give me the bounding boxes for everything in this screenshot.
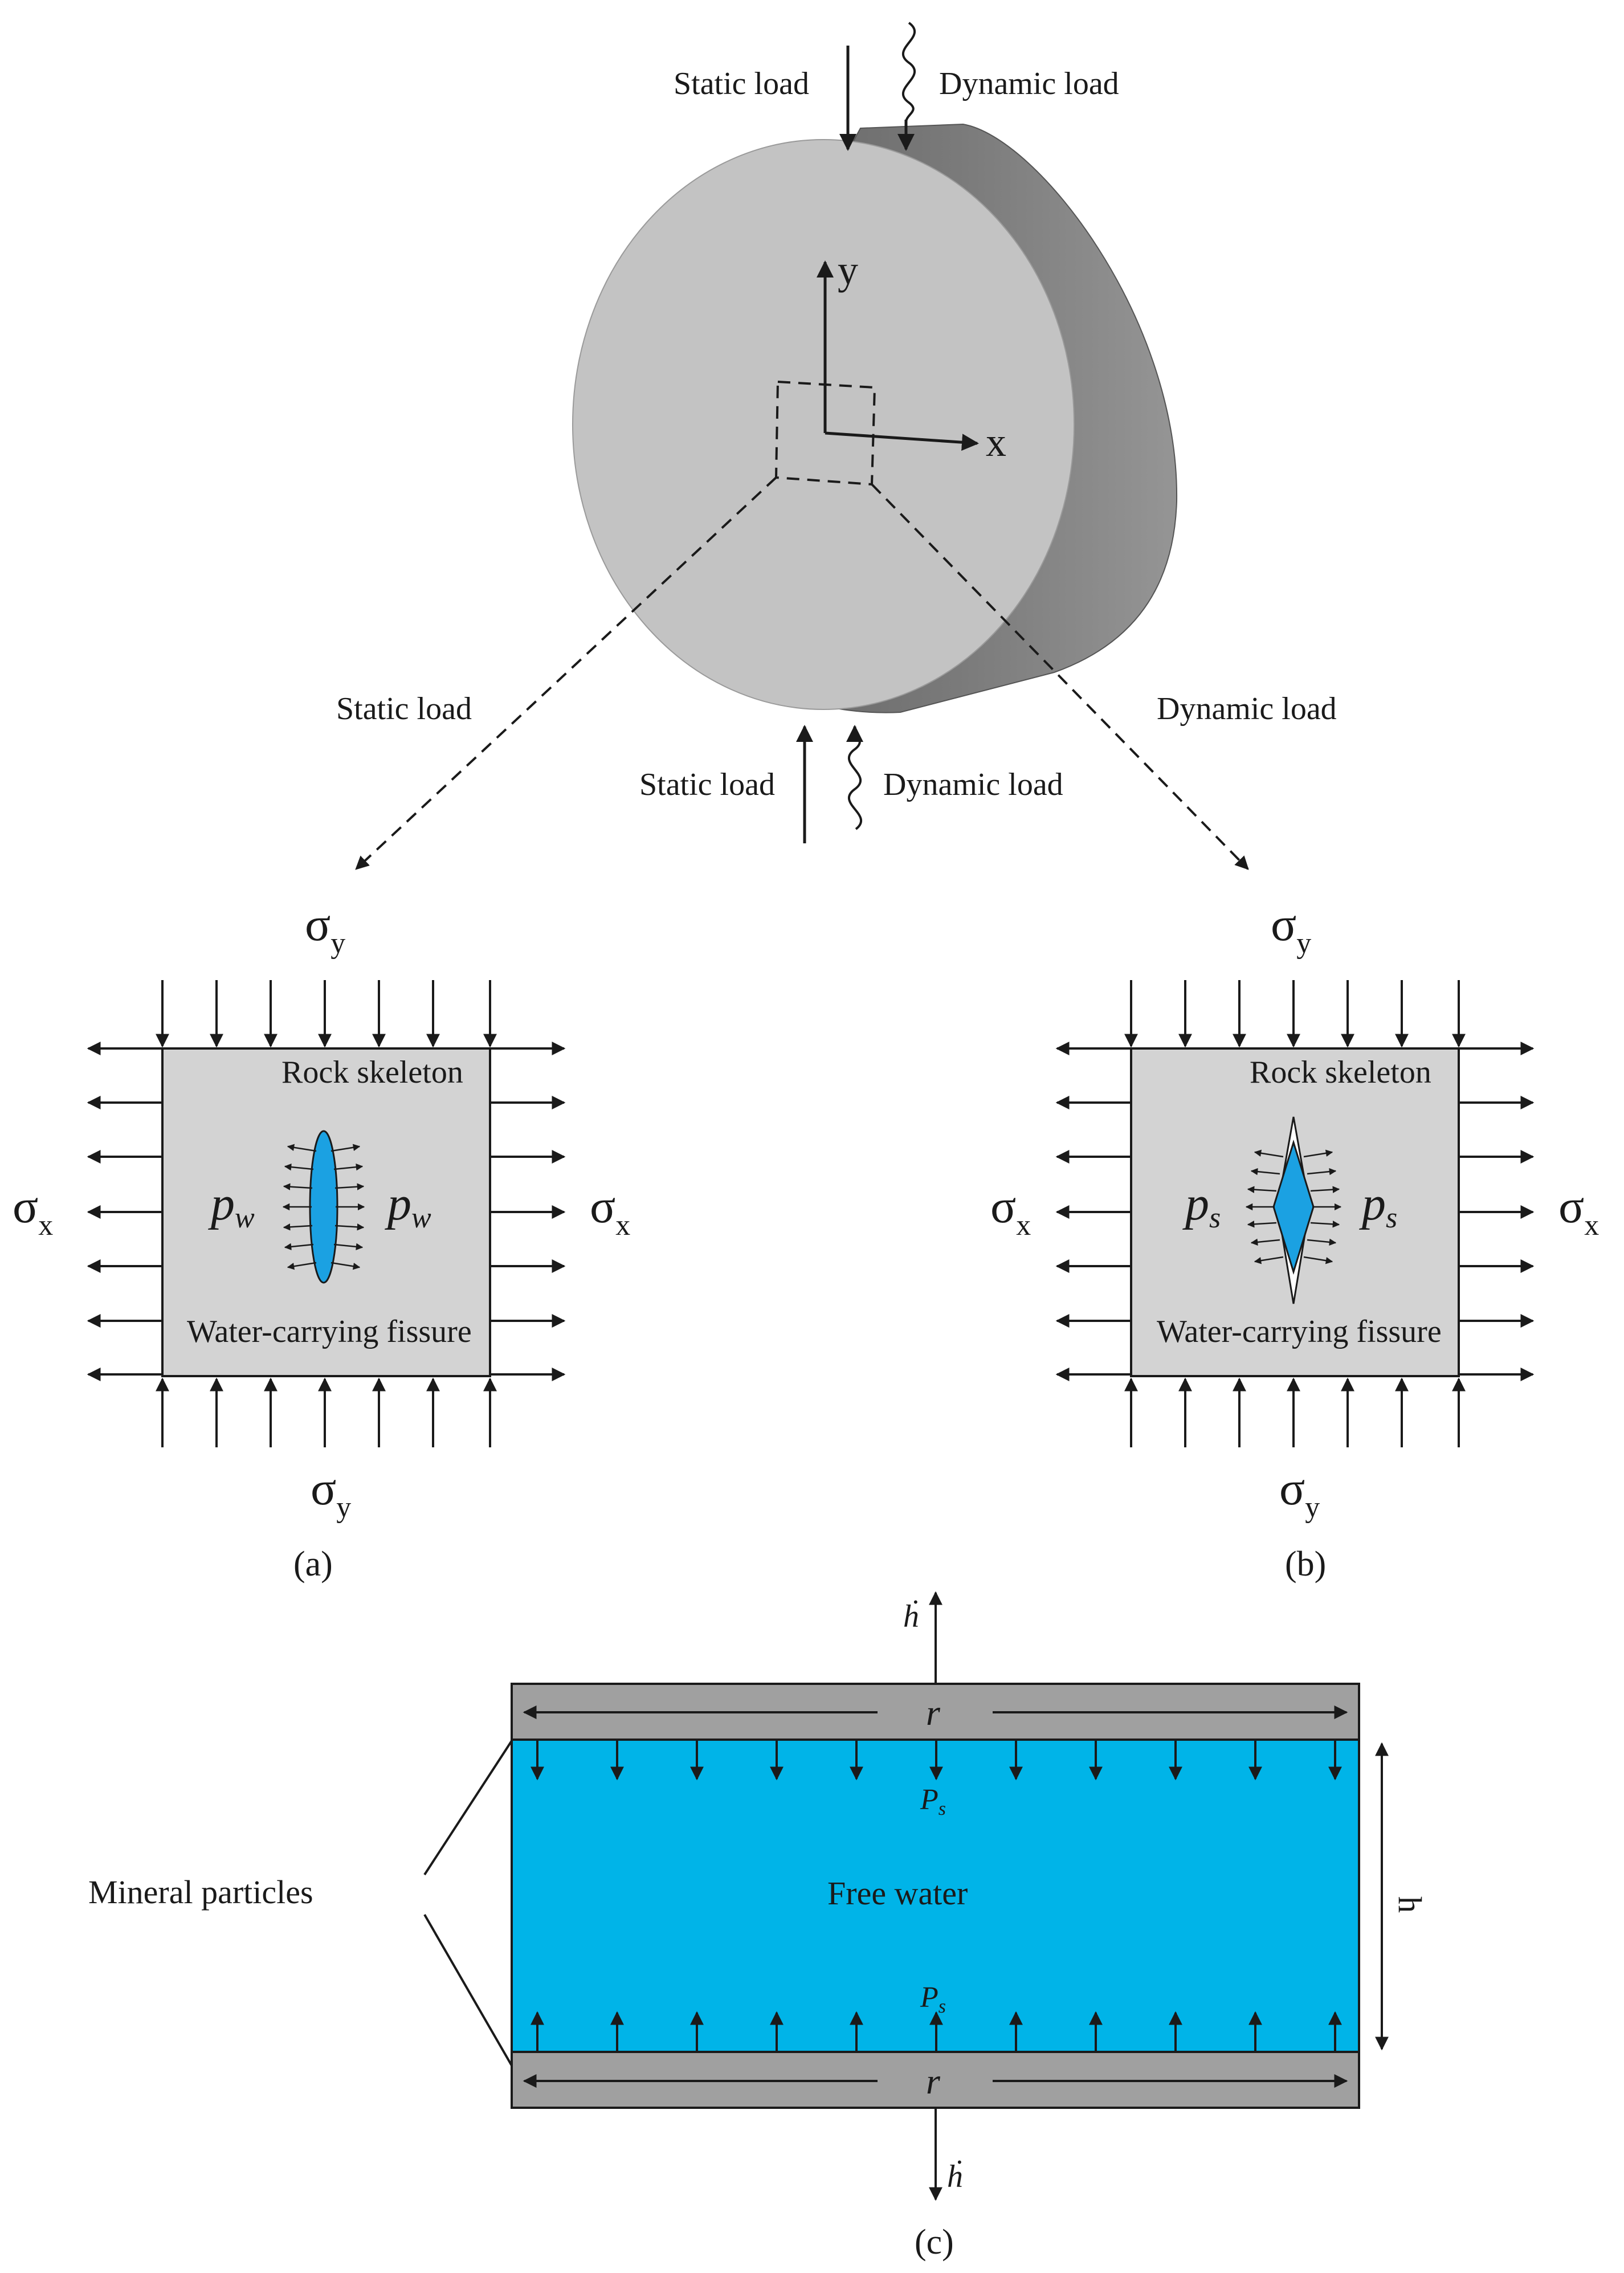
panel-a-water-fissure-label: Water-carrying fissure	[187, 1314, 472, 1349]
h-dot-top: ḣ	[903, 1599, 919, 1634]
static-load-label-bottom: Static load	[639, 767, 775, 802]
ps-label-top: Ps	[920, 1784, 946, 1819]
panel-a-right-arrows	[490, 1042, 566, 1381]
panel-a-sigma-y-bottom: σy	[311, 1462, 351, 1524]
static-load-label-top: Static load	[674, 66, 809, 101]
h-dot-bottom: ḣ	[947, 2159, 963, 2194]
panel-a-bottom-arrows	[156, 1377, 497, 1447]
panel-a-pressure-arrows	[282, 1144, 365, 1270]
axis-y-label: y	[838, 247, 858, 293]
panel-b-right-arrows	[1459, 1042, 1535, 1381]
panel-a: Rock skeleton Water-carrying fissure pw …	[13, 898, 630, 1584]
panel-b-water-fissure-label: Water-carrying fissure	[1157, 1314, 1442, 1349]
disk-specimen	[572, 123, 1178, 713]
panel-b-ps-left: ps	[1182, 1177, 1221, 1234]
free-water-label: Free water	[827, 1875, 968, 1912]
panel-b-bottom-arrows	[1124, 1377, 1466, 1447]
axis-x-label: x	[986, 419, 1006, 465]
coordinate-axes: y x	[817, 247, 1006, 465]
dynamic-load-label-bottom: Dynamic load	[883, 767, 1063, 802]
panel-a-pw-right: pw	[385, 1177, 431, 1234]
panel-a-rock-skeleton-label: Rock skeleton	[281, 1055, 463, 1090]
panel-b-left-arrows	[1055, 1042, 1131, 1381]
ps-label-bottom: Ps	[920, 1981, 946, 2017]
panel-b-sigma-x-right: σx	[1558, 1180, 1599, 1242]
dynamic-load-label-right: Dynamic load	[1157, 691, 1337, 727]
panel-a-sigma-y-top: σy	[305, 898, 345, 960]
r-label-bottom: r	[926, 2061, 941, 2101]
top-loads: Static load Dynamic load	[674, 22, 1119, 151]
panel-a-left-arrows	[87, 1042, 162, 1381]
mineral-leaders	[423, 1740, 513, 2067]
panel-a-top-arrows	[156, 980, 497, 1048]
panel-b-rock-skeleton-label: Rock skeleton	[1250, 1055, 1431, 1090]
panel-b-fissure	[1272, 1139, 1315, 1275]
panel-b-sigma-y-bottom: σy	[1279, 1462, 1320, 1524]
disk-face	[572, 139, 1075, 710]
static-load-label-left: Static load	[336, 691, 472, 727]
bottom-loads: Static load Dynamic load	[639, 725, 1063, 843]
panel-a-sigma-x-right: σx	[590, 1180, 630, 1242]
caption-b: (b)	[1285, 1545, 1326, 1584]
element-callout	[355, 380, 1249, 870]
panel-c: ḣ ḣ r r	[88, 1591, 1429, 2262]
free-water-layer	[511, 1739, 1360, 2053]
r-label-top: r	[926, 1692, 941, 1733]
panel-a-fissure	[309, 1130, 338, 1284]
h-label: h	[1392, 1896, 1429, 1913]
pressure-arrows-down	[531, 1741, 1342, 1781]
panel-a-pw-left: pw	[208, 1177, 255, 1234]
dynamic-load-label-top: Dynamic load	[939, 66, 1119, 101]
caption-a: (a)	[293, 1545, 333, 1584]
panel-b-sigma-y-top: σy	[1271, 898, 1311, 960]
pressure-arrows-up	[531, 2011, 1342, 2051]
caption-c: (c)	[915, 2223, 954, 2262]
panel-a-sigma-x-left: σx	[13, 1180, 53, 1242]
panel-b-sigma-x-left: σx	[990, 1180, 1031, 1242]
panel-b-pressure-arrows	[1245, 1149, 1342, 1264]
panel-b: Rock skeleton Water-carrying fissure ps …	[990, 898, 1599, 1584]
panel-b-ps-right: ps	[1359, 1177, 1397, 1234]
panel-b-top-arrows	[1124, 980, 1466, 1048]
mineral-particles-label: Mineral particles	[88, 1874, 313, 1911]
